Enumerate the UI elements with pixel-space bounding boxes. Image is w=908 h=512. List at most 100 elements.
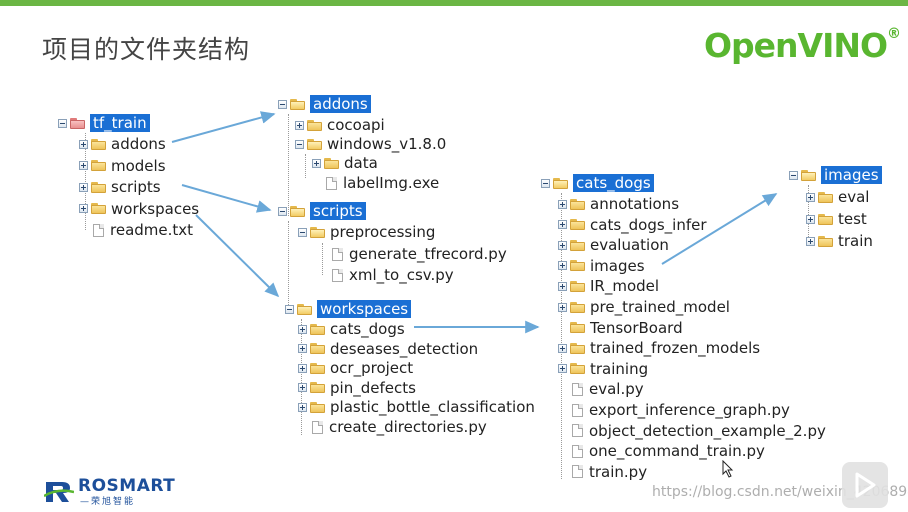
expand-icon[interactable] [558,343,567,353]
collapse-icon[interactable] [298,227,307,237]
expand-icon[interactable] [312,158,321,168]
tree-item-train[interactable]: train [806,231,873,251]
folder-open-icon [297,303,312,315]
tree-item-label: scripts [111,178,161,196]
collapse-icon[interactable] [58,118,67,128]
folder-icon [310,323,325,335]
tree-item-pre-trained-model[interactable]: pre_trained_model [558,297,730,317]
collapse-icon[interactable] [789,170,798,180]
tree-connector [561,193,562,479]
tree-root-tf-train[interactable]: tf_train [58,113,150,133]
tree-root-scripts[interactable]: scripts [278,201,366,221]
tree-root-workspaces[interactable]: workspaces [285,299,412,319]
tree-item-images[interactable]: images [558,256,645,276]
folder-icon [570,280,585,292]
collapse-icon[interactable] [295,139,304,149]
tree-item-label: preprocessing [330,223,436,241]
brand-subtitle: —荣旭智能 [80,497,136,507]
folder-open-icon [801,169,816,181]
expand-icon[interactable] [79,182,88,192]
tree-item-eval-py[interactable]: eval.py [558,379,644,399]
tree-item-preprocessing[interactable]: preprocessing [298,222,435,242]
expand-icon[interactable] [558,261,567,271]
tree-item-labelimg[interactable]: labelImg.exe [312,173,439,193]
tree-root-addons[interactable]: addons [278,94,371,114]
play-icon [855,472,876,498]
tree-root-cats-dogs[interactable]: cats_dogs [541,173,654,193]
tree-item-label: training [590,359,649,378]
tree-item-readme-txt[interactable]: readme.txt [79,220,193,240]
expand-icon[interactable] [79,204,88,213]
tree-item-label: test [838,210,867,228]
tree-item-plastic-bottle-classification[interactable]: plastic_bottle_classification [298,397,535,417]
tree-item-windows[interactable]: windows_v1.8.0 [295,134,446,154]
tree-item-training[interactable]: training [558,359,648,379]
collapse-icon[interactable] [541,178,550,188]
expand-icon[interactable] [558,302,567,312]
tree-item-workspaces[interactable]: workspaces [79,199,199,219]
tree-root-label: images [821,166,882,184]
tree-item-deseases-detection[interactable]: deseases_detection [298,339,478,359]
tree-item-cocoapi[interactable]: cocoapi [295,115,385,135]
tree-item-label: workspaces [111,199,200,218]
folder-open-icon [553,177,568,189]
tree-item-data[interactable]: data [312,153,378,173]
expand-icon[interactable] [558,220,567,230]
tree-item-evaluation[interactable]: evaluation [558,235,669,255]
tree-item-scripts[interactable]: scripts [79,177,161,197]
tree-item-models[interactable]: models [79,156,166,176]
expand-icon[interactable] [558,364,567,374]
collapse-icon[interactable] [285,304,294,314]
tree-item-eval[interactable]: eval [806,187,869,207]
tree-item-cats-dogs[interactable]: cats_dogs [298,319,405,339]
expand-icon[interactable] [298,402,307,412]
expand-icon[interactable] [79,161,88,170]
tree-item-tensorboard[interactable]: TensorBoard [558,318,683,338]
expand-icon[interactable] [558,199,567,209]
tree-item-annotations[interactable]: annotations [558,194,679,214]
expand-icon[interactable] [298,363,307,373]
expand-icon[interactable] [298,383,307,393]
expand-icon[interactable] [558,240,567,250]
expand-icon[interactable] [298,344,307,354]
collapse-icon[interactable] [278,206,287,216]
video-play-button[interactable] [842,462,888,508]
tree-item-create-directories-py[interactable]: create_directories.py [298,417,487,437]
expand-icon[interactable] [298,324,307,334]
file-icon [572,424,583,438]
folder-icon [818,235,833,247]
expand-icon[interactable] [79,139,88,149]
tree-item-pin-defects[interactable]: pin_defects [298,378,416,398]
expand-icon[interactable] [806,214,815,224]
tree-root-label: workspaces [317,300,412,318]
tree-item-one-command-train-py[interactable]: one_command_train.py [558,441,765,461]
file-icon [572,403,583,417]
tree-item-label: models [111,156,166,175]
tree-item-object-detection-example-2-py[interactable]: object_detection_example_2.py [558,421,826,441]
tree-item-cats-dogs-infer[interactable]: cats_dogs_infer [558,215,707,235]
tree-item-label: train.py [589,462,648,481]
mouse-cursor-icon [722,459,734,482]
tree-root-images[interactable]: images [789,165,882,185]
expand-icon[interactable] [806,236,815,246]
collapse-icon[interactable] [278,99,287,109]
tree-item-generate-tfrecord[interactable]: generate_tfrecord.py [318,244,507,264]
tree-item-train-py[interactable]: train.py [558,462,647,482]
logo-text: OpenVINO [704,26,888,65]
expand-icon[interactable] [558,281,567,291]
tree-item-addons[interactable]: addons [79,134,166,154]
tree-item-ocr-project[interactable]: ocr_project [298,358,413,378]
file-icon [326,176,337,190]
expand-icon[interactable] [295,120,304,130]
folder-icon [570,342,585,354]
tree-item-xml-to-csv[interactable]: xml_to_csv.py [318,265,454,285]
tree-item-label: create_directories.py [329,418,487,436]
tree-item-label: trained_frozen_models [590,339,761,358]
tree-item-ir-model[interactable]: IR_model [558,276,659,296]
folder-open-icon [290,205,305,217]
tree-item-label: one_command_train.py [589,442,765,461]
expand-icon[interactable] [806,192,815,202]
tree-item-export-inference-graph-py[interactable]: export_inference_graph.py [558,400,790,420]
tree-item-test[interactable]: test [806,209,867,229]
tree-item-trained-frozen-models[interactable]: trained_frozen_models [558,338,760,358]
